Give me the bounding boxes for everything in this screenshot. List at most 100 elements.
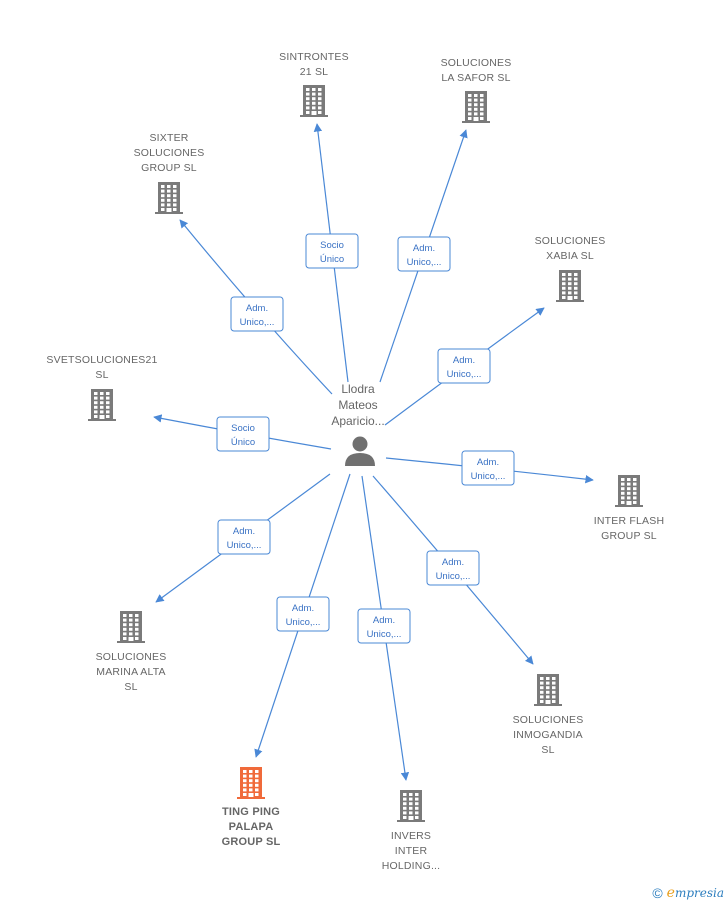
company-name-line: SINTRONTES bbox=[279, 51, 349, 63]
building-icon bbox=[155, 182, 183, 214]
center-name-line-1: Llodra bbox=[341, 382, 375, 396]
building-icon bbox=[300, 85, 328, 117]
building-icon bbox=[615, 475, 643, 507]
edge-invers-inter: Adm. Unico,... bbox=[357, 475, 411, 781]
company-name-line: SL bbox=[124, 681, 137, 693]
edge-soluciones-xabia: Adm. Unico,... bbox=[384, 307, 545, 426]
building-icon bbox=[462, 91, 490, 123]
company-name-line: INTER bbox=[395, 845, 428, 857]
relation-box bbox=[230, 296, 284, 332]
edge-sixter: Adm. Unico,... bbox=[179, 219, 333, 395]
relation-text-line: Unico,... bbox=[367, 629, 402, 640]
company-name-line: TING PING bbox=[222, 806, 280, 818]
nodes-layer: SINTRONTES 21 SL SOLUCIONES LA SAFOR SL SIXT… bbox=[46, 51, 664, 872]
building-icon bbox=[534, 674, 562, 706]
relation-box bbox=[357, 608, 411, 644]
company-node-inter-flash[interactable]: INTER FLASH GROUP SL bbox=[594, 475, 664, 542]
relation-box bbox=[461, 450, 515, 486]
relation-label-inter-flash[interactable]: Adm. Unico,... bbox=[461, 450, 515, 486]
building-icon bbox=[117, 611, 145, 643]
relation-box bbox=[397, 236, 451, 272]
company-node-soluciones-la-safor[interactable]: SOLUCIONES LA SAFOR SL bbox=[441, 57, 512, 123]
relation-label-soluciones-inmogandia[interactable]: Adm.Unico,... bbox=[426, 550, 480, 586]
company-name-line: SOLUCIONES bbox=[513, 714, 584, 726]
edge-soluciones-marina-alta: Adm. Unico,... bbox=[155, 473, 331, 603]
company-node-soluciones-xabia[interactable]: SOLUCIONES XABIA SL bbox=[535, 235, 606, 302]
relation-text-line: Unico,... bbox=[407, 257, 442, 268]
company-name-line: INVERS bbox=[391, 830, 431, 842]
center-person[interactable]: Llodra Mateos Aparicio... bbox=[331, 382, 385, 466]
edges-layer: SocioÚnicoAdm.Unico,...Adm.Unico,...Adm.… bbox=[153, 123, 594, 781]
relation-text-line: Unico,... bbox=[227, 540, 262, 551]
company-name-line: LA SAFOR SL bbox=[441, 72, 510, 84]
relation-text-line: Socio bbox=[231, 423, 255, 434]
relation-text-line: Unico,... bbox=[240, 317, 275, 328]
relation-label-soluciones-marina-alta[interactable]: Adm. Unico,... bbox=[217, 519, 271, 555]
edge-soluciones-la-safor: Adm. Unico,... bbox=[379, 129, 468, 383]
company-name-line: SL bbox=[541, 744, 554, 756]
company-name-line: MARINA ALTA bbox=[96, 666, 166, 678]
building-icon bbox=[556, 270, 584, 302]
relation-text-line: Unico,... bbox=[286, 617, 321, 628]
brand-name: mpresia bbox=[674, 886, 724, 900]
relation-box bbox=[216, 416, 270, 452]
company-name-line: PALAPA bbox=[229, 821, 274, 833]
relation-text-line: Adm. bbox=[246, 303, 268, 314]
relation-box bbox=[437, 348, 491, 384]
edge-soluciones-inmogandia: Adm. Unico,... bbox=[372, 475, 534, 665]
company-name-line: 21 SL bbox=[300, 66, 328, 78]
person-icon bbox=[345, 436, 375, 466]
relation-text-line: Socio bbox=[320, 240, 344, 251]
relation-box bbox=[305, 233, 359, 269]
company-name-line: XABIA SL bbox=[546, 250, 594, 262]
company-name-line: INMOGANDIA bbox=[513, 729, 583, 741]
relation-label-soluciones-xabia[interactable]: Adm. Unico,... bbox=[437, 348, 491, 384]
relation-text-line: Adm. bbox=[453, 355, 475, 366]
relation-text-line: Adm. bbox=[233, 526, 255, 537]
company-name-line: SIXTER bbox=[149, 132, 188, 144]
relation-text-line: Unico,... bbox=[447, 369, 482, 380]
company-name-line: SOLUCIONES bbox=[441, 57, 512, 69]
building-icon bbox=[397, 790, 425, 822]
building-icon bbox=[237, 767, 265, 799]
company-name-line: SVETSOLUCIONES21 bbox=[46, 354, 157, 366]
edge-inter-flash: Adm. Unico,... bbox=[385, 450, 594, 486]
center-name-line-3: Aparicio... bbox=[331, 414, 384, 428]
relation-text-line: Unico,... bbox=[436, 571, 471, 582]
relation-text-line: Adm. bbox=[477, 457, 499, 468]
company-name-line: GROUP SL bbox=[601, 530, 657, 542]
relation-text-line: Único bbox=[320, 254, 344, 265]
relation-box bbox=[276, 596, 330, 632]
relation-text-line: Adm. bbox=[292, 603, 314, 614]
company-node-invers-inter[interactable]: INVERS INTER HOLDING... bbox=[382, 790, 441, 872]
company-node-soluciones-inmogandia[interactable]: SOLUCIONES INMOGANDIA SL bbox=[513, 674, 584, 756]
company-name-line: HOLDING... bbox=[382, 860, 441, 872]
company-name-line: SL bbox=[95, 369, 108, 381]
brand-initial: e bbox=[666, 885, 675, 901]
company-name-line: INTER FLASH bbox=[594, 515, 664, 527]
building-icon bbox=[88, 389, 116, 421]
company-node-sintrontes[interactable]: SINTRONTES 21 SL bbox=[279, 51, 349, 117]
company-name-line: SOLUCIONES bbox=[134, 147, 205, 159]
relation-text-line: Adm. bbox=[413, 243, 435, 254]
footer-brand: © empresia bbox=[652, 885, 724, 901]
relation-label-sixter[interactable]: Adm. Unico,... bbox=[230, 296, 284, 332]
relation-box bbox=[426, 550, 480, 586]
relation-text-line: Unico,... bbox=[471, 471, 506, 482]
center-name-line-2: Mateos bbox=[338, 398, 377, 412]
relation-label-invers-inter[interactable]: Adm. Unico,... bbox=[357, 608, 411, 644]
relation-box bbox=[217, 519, 271, 555]
company-name-line: SOLUCIONES bbox=[535, 235, 606, 247]
relation-label-soluciones-la-safor[interactable]: Adm. Unico,... bbox=[397, 236, 451, 272]
copyright-symbol: © bbox=[652, 885, 663, 901]
relation-label-ting-ping[interactable]: Adm. Unico,... bbox=[276, 596, 330, 632]
relation-text-line: Adm. bbox=[373, 615, 395, 626]
